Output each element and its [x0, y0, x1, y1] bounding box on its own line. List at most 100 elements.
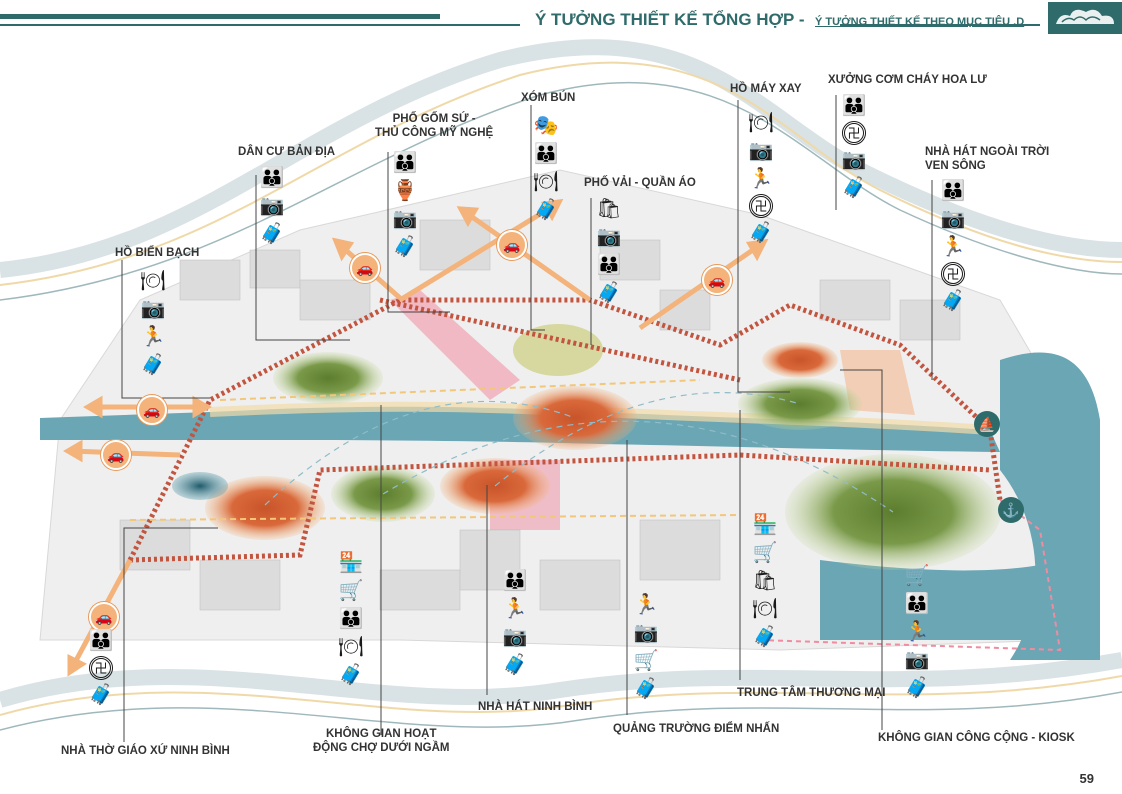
family-icon: 👪 — [338, 608, 364, 630]
traveler-icon: 🧳 — [940, 290, 966, 312]
label-nha-hat-ngoai-troi: NHÀ HÁT NGOÀI TRỜI VEN SÔNG — [925, 145, 1049, 173]
photographer-icon: 📷 — [748, 140, 774, 162]
label-line: KHÔNG GIAN HOẠT — [325, 728, 437, 740]
car-icon: 🚗 — [350, 253, 380, 283]
traveler-icon: 🧳 — [88, 684, 114, 706]
car-icon: 🚗 — [101, 440, 131, 470]
icons-pho-vai: 🛍 📷 👪 🧳 — [596, 196, 622, 306]
sea — [1000, 352, 1100, 660]
label-pho-gom-su: PHỐ GỐM SỨ - THỦ CÔNG MỸ NGHỆ — [375, 112, 493, 140]
traveler-icon: 🧳 — [259, 223, 285, 245]
family-icon: 👪 — [904, 593, 930, 615]
orange-zone-left — [205, 476, 325, 540]
icons-pho-gom-su: 👪 🏺 📷 🧳 — [392, 150, 418, 260]
running-icon: 🏃 — [502, 598, 528, 620]
car-icon: 🚗 — [497, 230, 527, 260]
seal-icon: 卍 — [89, 656, 113, 680]
label-ho-bien-bach: HỒ BIỂN BẠCH — [115, 247, 200, 259]
photographer-icon: 📷 — [140, 298, 166, 320]
running-icon: 🏃 — [940, 236, 966, 258]
dining-icon: 🍽 — [752, 598, 778, 620]
red-route — [127, 297, 1003, 563]
icons-nha-hat-ninh-binh: 👪 🏃 📷 🧳 — [502, 568, 528, 678]
shopping-icon: 🛍 — [596, 198, 622, 220]
kiosk-icon: 🛒 — [752, 542, 778, 564]
yellow-route — [129, 379, 741, 521]
title-separator: - — [798, 10, 805, 29]
page-number: 59 — [1079, 771, 1094, 786]
photographer-icon: 📷 — [596, 226, 622, 248]
photographer-icon: 📷 — [633, 622, 659, 644]
photographer-icon: 📷 — [392, 208, 418, 230]
icons-ho-bien-bach: 🍽 📷 🏃 🧳 — [140, 268, 166, 378]
lake — [820, 560, 1040, 640]
icons-khong-gian-cong-cong: 🛒 👪 🏃 📷 🧳 — [904, 563, 930, 701]
orange-zone-center — [513, 386, 637, 450]
icons-dan-cu-ban-dia: 👪 📷 🧳 — [259, 165, 285, 247]
label-xom-bun: XÓM BÚN — [521, 92, 576, 104]
traveler-icon: 🧳 — [392, 236, 418, 258]
car-icon: 🚗 — [89, 602, 119, 632]
label-line: PHỐ GỐM SỨ - — [392, 113, 476, 125]
label-nha-hat-ninh-binh: NHÀ HÁT NINH BÌNH — [478, 701, 593, 713]
header-bar-thin — [0, 24, 520, 26]
seal-icon: 卍 — [749, 194, 773, 218]
label-ho-may-xay: HỒ MÁY XAY — [730, 83, 802, 95]
title-text: Ý TƯỞNG THIẾT KẾ TỔNG HỢP — [535, 10, 795, 29]
dining-icon: 🍽 — [748, 112, 774, 134]
family-icon: 👪 — [502, 570, 528, 592]
page-title: Ý TƯỞNG THIẾT KẾ TỔNG HỢP - — [535, 10, 805, 30]
family-icon: 👪 — [841, 95, 867, 117]
header-bar-right — [840, 24, 1040, 26]
traveler-icon: 🧳 — [502, 654, 528, 676]
cloud-logo-icon — [1048, 2, 1122, 34]
anchor-icon: ⚓ — [998, 497, 1024, 523]
kiosk-icon: 🛒 — [633, 650, 659, 672]
label-line: VEN SÔNG — [925, 160, 986, 172]
green-zone-right — [738, 378, 862, 430]
icons-khong-gian-cho: 🏪 🛒 👪 🍽 🧳 — [338, 550, 364, 688]
running-icon: 🏃 — [748, 168, 774, 190]
green-zone-top — [513, 324, 603, 376]
icons-xuong-com-chay: 👪 卍 📷 🧳 — [841, 93, 867, 201]
traveler-icon: 🧳 — [338, 664, 364, 686]
arc-connections — [264, 392, 894, 513]
car-icon: 🚗 — [137, 395, 167, 425]
seal-icon: 卍 — [941, 262, 965, 286]
icons-trung-tam-thuong-mai: 🏪 🛒 🛍 🍽 🧳 — [752, 512, 778, 650]
market-icon: 🏪 — [338, 552, 364, 574]
running-icon: 🏃 — [904, 621, 930, 643]
traveler-icon: 🧳 — [140, 354, 166, 376]
icons-quang-truong: 🏃 📷 🛒 🧳 — [633, 592, 659, 702]
traveler-icon: 🧳 — [633, 678, 659, 700]
car-icon: 🚗 — [702, 265, 732, 295]
sailboat-icon: ⛵ — [974, 411, 1000, 437]
running-icon: 🏃 — [140, 326, 166, 348]
family-icon: 👪 — [533, 143, 559, 165]
label-line: THỦ CÔNG MỸ NGHỆ — [375, 127, 494, 139]
family-icon: 👪 — [88, 630, 114, 652]
photographer-icon: 📷 — [940, 208, 966, 230]
family-icon: 👪 — [392, 152, 418, 174]
photographer-icon: 📷 — [259, 195, 285, 217]
label-quang-truong: QUẢNG TRƯỜNG ĐIỂM NHẤN — [613, 723, 780, 735]
photographer-icon: 📷 — [502, 626, 528, 648]
traveler-icon: 🧳 — [596, 282, 622, 304]
pink-zone-1 — [390, 290, 520, 400]
vase-icon: 🏺 — [392, 180, 418, 202]
dining-icon: 🍽 — [533, 171, 559, 193]
dining-icon: 🍽 — [140, 270, 166, 292]
label-dan-cu-ban-dia: DÂN CƯ BẢN ĐỊA — [238, 146, 336, 158]
label-khong-gian-cho: KHÔNG GIAN HOẠT ĐỘNG CHỢ DƯỚI NGẦM — [313, 727, 450, 755]
traveler-icon: 🧳 — [904, 677, 930, 699]
label-nha-tho: NHÀ THỜ GIÁO XỨ NINH BÌNH — [61, 745, 230, 757]
kiosk-icon: 🛒 — [338, 580, 364, 602]
family-icon: 👪 — [259, 167, 285, 189]
kiosk-icon: 🛒 — [904, 565, 930, 587]
label-line: ĐỘNG CHỢ DƯỚI NGẦM — [313, 742, 450, 754]
cinema-icon: 🎭 — [533, 115, 559, 137]
callout-lines — [121, 95, 933, 742]
traveler-icon: 🧳 — [752, 626, 778, 648]
green-zone-left — [273, 352, 383, 404]
